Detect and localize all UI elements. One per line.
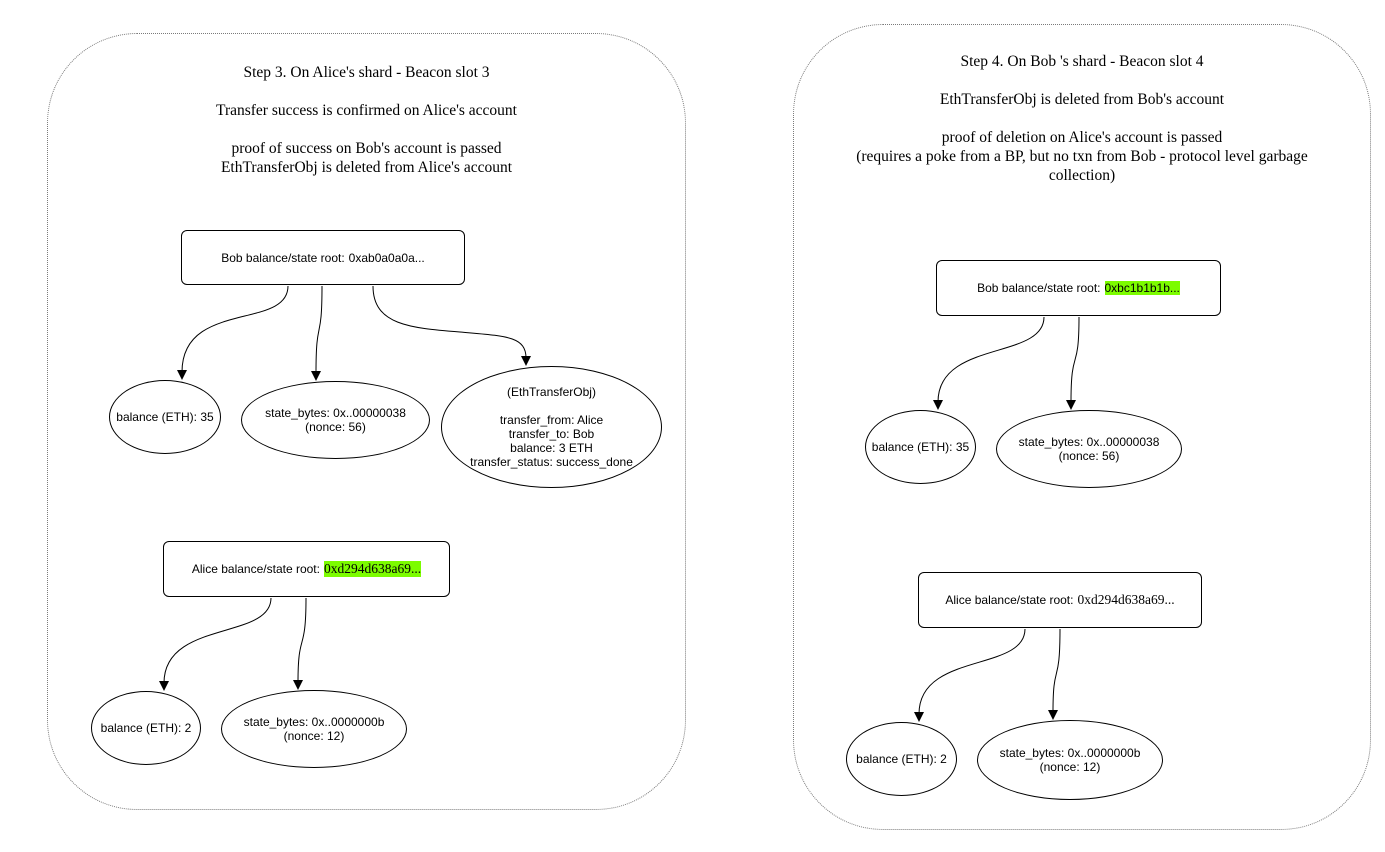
step4-bob-state-nonce: (nonce: 56)	[1058, 449, 1120, 463]
step3-obj-balance: balance: 3 ETH	[510, 441, 593, 455]
step4-bob-balance-text: balance (ETH): 35	[871, 440, 970, 454]
step4-bob-state-node: state_bytes: 0x..00000038 (nonce: 56)	[996, 410, 1182, 488]
step3-alice-root-hash: 0xd294d638a69...	[323, 561, 422, 577]
step3-alice-balance-text: balance (ETH): 2	[100, 721, 192, 735]
step4-alice-root-box: Alice balance/state root: 0xd294d638a69.…	[918, 572, 1202, 628]
step4-line-deleted: EthTransferObj is deleted from Bob's acc…	[939, 91, 1225, 108]
step3-panel	[47, 33, 686, 810]
step3-bob-root-hash: 0xab0a0a0a...	[348, 250, 425, 265]
step4-title: Step 4. On Bob 's shard - Beacon slot 4	[960, 53, 1204, 70]
step3-alice-state-bytes: state_bytes: 0x..0000000b	[243, 715, 385, 729]
step3-bob-state-nonce: (nonce: 56)	[305, 420, 366, 434]
step4-alice-state-nonce: (nonce: 12)	[1039, 760, 1101, 774]
step4-panel	[793, 24, 1371, 830]
step4-bob-root-hash: 0xbc1b1b1b...	[1104, 281, 1180, 295]
step3-alice-state-nonce: (nonce: 12)	[283, 729, 345, 743]
step3-description: Step 3. On Alice's shard - Beacon slot 3…	[47, 63, 686, 177]
step3-bob-balance-text: balance (ETH): 35	[116, 410, 214, 424]
step4-line-proof: proof of deletion on Alice's account is …	[941, 129, 1223, 146]
step3-bob-edge-obj	[372, 285, 531, 366]
step4-alice-balance-text: balance (ETH): 2	[856, 752, 947, 766]
step4-alice-state-bytes: state_bytes: 0x..0000000b	[999, 746, 1141, 760]
step3-obj-type: (EthTransferObj)	[507, 385, 596, 399]
step4-description: Step 4. On Bob 's shard - Beacon slot 4 …	[793, 52, 1371, 185]
step3-alice-edge-balance	[159, 597, 272, 691]
step4-bob-root-box: Bob balance/state root: 0xbc1b1b1b...	[936, 260, 1221, 316]
step3-bob-balance-node: balance (ETH): 35	[109, 380, 221, 454]
step3-bob-root-label: Bob balance/state root:	[221, 250, 345, 265]
step4-bob-balance-node: balance (ETH): 35	[865, 410, 976, 484]
step4-alice-balance-node: balance (ETH): 2	[846, 722, 957, 796]
step4-line-collection: collection)	[1048, 167, 1116, 184]
step4-line-requires: (requires a poke from a BP, but no txn f…	[856, 148, 1308, 165]
step4-bob-edge-balance	[933, 316, 1045, 410]
step3-bob-edge-state	[311, 285, 323, 381]
step4-bob-state-bytes: state_bytes: 0x..00000038	[1018, 435, 1160, 449]
step3-line-deleted: EthTransferObj is deleted from Alice's a…	[220, 159, 513, 176]
step3-alice-edge-state	[293, 597, 307, 690]
step4-alice-edge-state	[1048, 628, 1061, 720]
step4-alice-edge-balance	[914, 628, 1026, 722]
step3-bob-root-box: Bob balance/state root: 0xab0a0a0a...	[181, 230, 465, 285]
step3-obj-transfer-from: transfer_from: Alice	[499, 413, 604, 427]
step3-alice-balance-node: balance (ETH): 2	[91, 691, 201, 765]
step3-line-proof: proof of success on Bob's account is pas…	[231, 140, 502, 157]
step3-bob-state-node: state_bytes: 0x..00000038 (nonce: 56)	[241, 381, 430, 459]
step3-alice-root-box: Alice balance/state root: 0xd294d638a69.…	[163, 541, 450, 597]
step3-bob-state-bytes: state_bytes: 0x..00000038	[265, 406, 406, 420]
step3-alice-state-node: state_bytes: 0x..0000000b (nonce: 12)	[221, 690, 407, 768]
step3-alice-root-label: Alice balance/state root:	[191, 562, 320, 576]
step3-bob-edge-balance	[177, 285, 289, 380]
step3-title: Step 3. On Alice's shard - Beacon slot 3	[243, 64, 490, 81]
step4-bob-edge-state	[1066, 316, 1080, 410]
step4-alice-root-label: Alice balance/state root:	[945, 593, 1074, 607]
step3-eth-transfer-obj-node: (EthTransferObj) transfer_from: Alice tr…	[441, 366, 662, 488]
step4-alice-state-node: state_bytes: 0x..0000000b (nonce: 12)	[977, 720, 1163, 800]
step3-obj-transfer-status: transfer_status: success_done	[470, 455, 633, 469]
step3-line-confirmed: Transfer success is confirmed on Alice's…	[216, 102, 517, 119]
step3-obj-transfer-to: transfer_to: Bob	[508, 427, 595, 441]
step4-alice-root-hash: 0xd294d638a69...	[1077, 592, 1175, 607]
step4-bob-root-label: Bob balance/state root:	[977, 281, 1101, 295]
